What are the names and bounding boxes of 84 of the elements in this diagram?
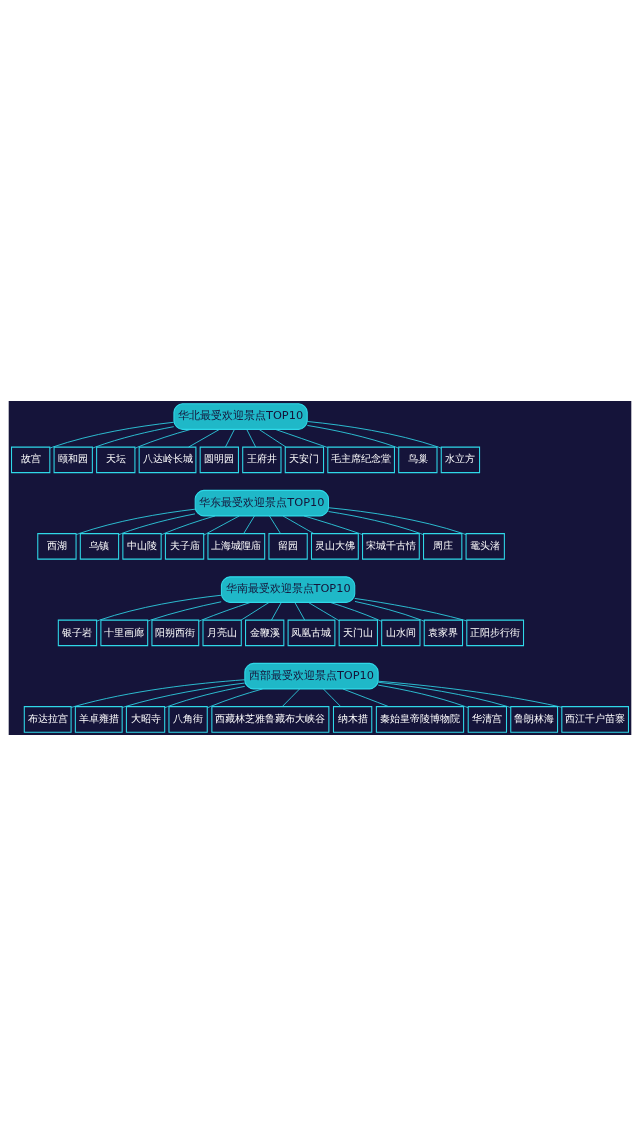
node-box: 山水间 xyxy=(381,619,421,646)
connector xyxy=(328,506,467,535)
node-box: 袁家界 xyxy=(423,619,464,646)
connector xyxy=(275,428,329,448)
connector xyxy=(329,601,382,622)
node-box: 圆明园 xyxy=(199,446,239,473)
node-box: 华清宫 xyxy=(467,705,508,733)
connector xyxy=(188,428,220,447)
connector xyxy=(258,428,287,447)
node-box: 鲁朗林海 xyxy=(510,705,559,733)
connector xyxy=(240,601,270,621)
node-box: 秦始皇帝陵博物院 xyxy=(375,705,465,733)
connector xyxy=(243,515,255,534)
connector xyxy=(307,601,340,621)
connector xyxy=(70,678,246,708)
connector xyxy=(307,420,442,449)
connector xyxy=(225,428,235,447)
connector xyxy=(354,600,425,622)
node-box: 华东最受欢迎景点TOP10 xyxy=(194,489,330,516)
node-box: 周庄 xyxy=(423,532,463,560)
connector xyxy=(198,601,251,622)
connector xyxy=(134,428,192,449)
connector xyxy=(294,601,306,620)
node-box: 月亮山 xyxy=(202,619,242,646)
connector xyxy=(281,688,300,707)
connector xyxy=(147,600,222,621)
node-box: 宋城千古情 xyxy=(362,532,420,560)
connector xyxy=(92,425,175,449)
connector xyxy=(164,685,246,708)
connector xyxy=(121,682,246,708)
node-box: 华南最受欢迎景点TOP10 xyxy=(220,575,356,603)
node-box: 银子岩 xyxy=(57,619,98,646)
connector xyxy=(75,508,196,535)
node-box: 天门山 xyxy=(338,619,378,646)
node-box: 留园 xyxy=(268,532,308,560)
connector xyxy=(328,510,424,535)
connector xyxy=(322,688,342,707)
node-box: 八达岭长城 xyxy=(138,446,197,473)
node-box: 布达拉宫 xyxy=(23,705,72,733)
connector xyxy=(96,594,222,622)
node-box: 夫子庙 xyxy=(164,532,205,560)
node-box: 天安门 xyxy=(284,446,325,473)
node-box: 灵山大佛 xyxy=(310,532,359,560)
node-box: 鼋头渚 xyxy=(465,532,505,560)
node-box: 纳木措 xyxy=(332,705,373,733)
node-box: 大昭寺 xyxy=(125,705,166,733)
node-box: 王府井 xyxy=(242,446,282,473)
connector xyxy=(303,515,363,535)
connector xyxy=(160,515,216,535)
connector xyxy=(342,688,390,707)
connector xyxy=(377,680,563,708)
connector xyxy=(377,681,511,708)
node-box: 颐和园 xyxy=(53,446,93,473)
node-box: 凤凰古城 xyxy=(287,619,336,646)
node-box: 毛主席纪念堂 xyxy=(327,446,395,473)
node-box: 乌镇 xyxy=(79,532,120,560)
connector xyxy=(354,597,468,621)
connector xyxy=(269,515,281,534)
node-box: 上海城隍庙 xyxy=(207,532,266,560)
connector xyxy=(306,424,399,449)
node-box: 中山陵 xyxy=(122,532,162,560)
connector xyxy=(282,515,315,534)
node-box: 西藏林芝雅鲁藏布大峡谷 xyxy=(211,705,330,733)
node-box: 金鞭溪 xyxy=(245,619,285,646)
node-box: 羊卓雍措 xyxy=(74,705,123,733)
node-box: 故宫 xyxy=(11,446,51,473)
node-box: 鸟巢 xyxy=(398,446,438,473)
node-box: 西江千户苗寨 xyxy=(561,705,629,733)
node-box: 正阳步行街 xyxy=(466,619,525,646)
connector xyxy=(246,428,257,447)
node-box: 华北最受欢迎景点TOP10 xyxy=(173,402,308,430)
connector xyxy=(377,684,469,708)
node-box: 西湖 xyxy=(37,532,77,560)
connector xyxy=(118,512,196,535)
connector xyxy=(207,688,263,708)
node-box: 西部最受欢迎景点TOP10 xyxy=(244,662,379,689)
node-box: 十里画廊 xyxy=(100,619,149,646)
node-box: 八角街 xyxy=(168,705,208,733)
connector xyxy=(203,515,240,536)
connector xyxy=(49,421,175,449)
node-box: 水立方 xyxy=(440,446,481,473)
node-box: 天坛 xyxy=(96,446,136,473)
node-box: 阳朔西街 xyxy=(151,619,200,646)
connector xyxy=(271,601,282,620)
